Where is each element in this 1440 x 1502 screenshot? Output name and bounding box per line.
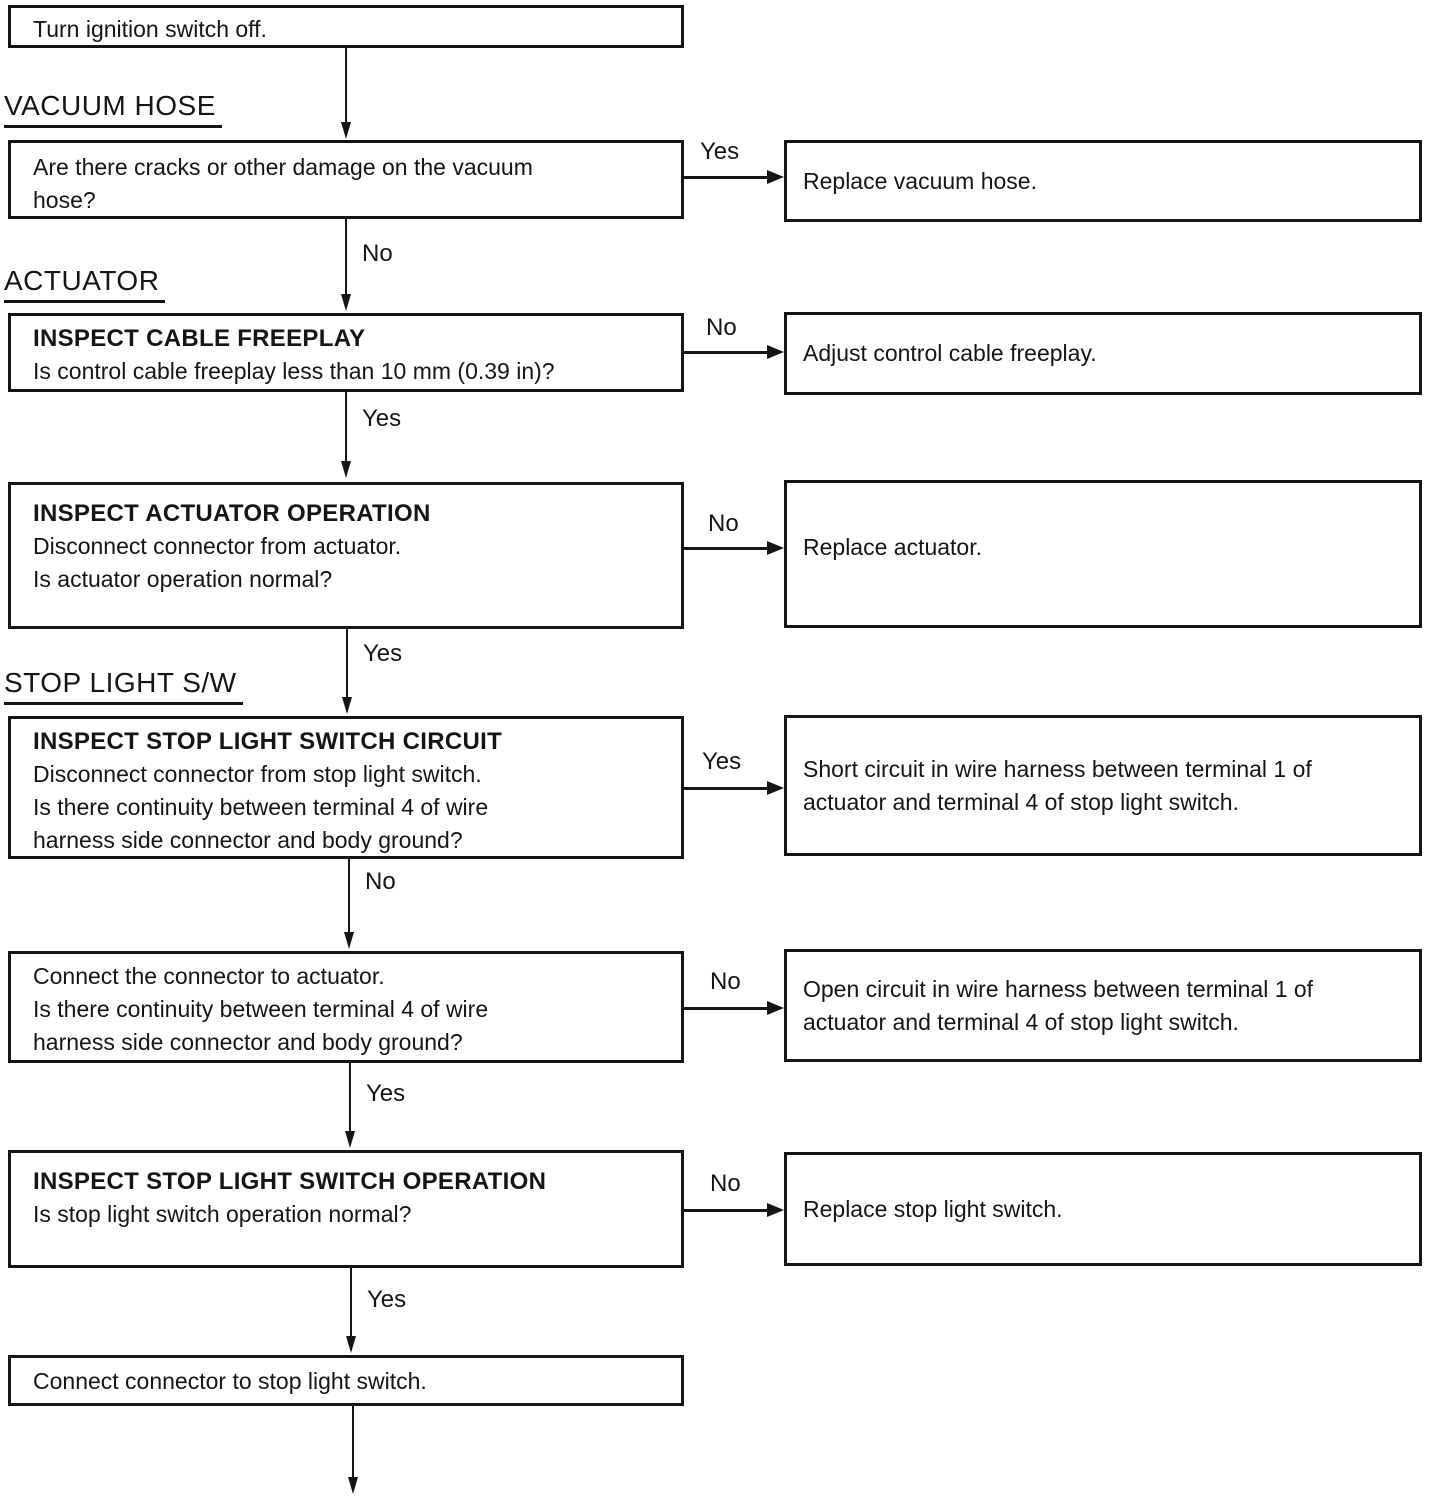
result-adjust-control-cable-freeplay: Adjust control cable freeplay.: [784, 312, 1422, 395]
branch-label: No: [362, 240, 393, 267]
step-title: INSPECT ACTUATOR OPERATION: [33, 500, 431, 527]
branch-label: Yes: [366, 1080, 406, 1107]
step-title: INSPECT STOP LIGHT SWITCH OPERATION: [33, 1168, 547, 1195]
step-text: Connect connector to stop light switch.: [33, 1368, 427, 1394]
step-text: Is there continuity between terminal 4 o…: [33, 794, 489, 820]
connector-line: [346, 629, 348, 697]
step-inspect-cable-freeplay: INSPECT CABLE FREEPLAY Is control cable …: [8, 313, 684, 392]
step-text: Turn ignition switch off.: [33, 16, 267, 42]
step-text: Is actuator operation normal?: [33, 566, 333, 592]
connector-line: [348, 859, 350, 932]
result-text: Open circuit in wire harness between ter…: [803, 975, 1314, 1002]
result-text: Short circuit in wire harness between te…: [803, 755, 1312, 782]
result-open-circuit: Open circuit in wire harness between ter…: [784, 949, 1422, 1062]
section-header-actuator: ACTUATOR: [4, 265, 166, 303]
step-inspect-stop-light-switch-circuit: INSPECT STOP LIGHT SWITCH CIRCUIT Discon…: [8, 716, 684, 859]
branch-label: Yes: [702, 748, 742, 775]
connector-line: [349, 1063, 351, 1131]
step-inspect-stop-light-switch-operation: INSPECT STOP LIGHT SWITCH OPERATION Is s…: [8, 1150, 684, 1268]
result-text: Adjust control cable freeplay.: [803, 340, 1097, 366]
connector-line: [684, 787, 767, 790]
connector-line: [345, 48, 347, 124]
arrowhead-down-icon: [344, 932, 354, 949]
connector-line: [684, 1209, 767, 1212]
branch-label: No: [706, 314, 737, 341]
step-title: INSPECT CABLE FREEPLAY: [33, 325, 366, 352]
branch-label: No: [365, 868, 396, 895]
connector-line: [345, 219, 347, 294]
connector-line: [350, 1268, 352, 1336]
result-text: actuator and terminal 4 of stop light sw…: [803, 1008, 1239, 1035]
branch-label: No: [710, 1170, 741, 1197]
step-text: hose?: [33, 187, 96, 213]
arrowhead-right-icon: [767, 1001, 784, 1015]
connector-line: [684, 1007, 767, 1010]
step-text: harness side connector and body ground?: [33, 827, 463, 853]
branch-label: Yes: [362, 405, 402, 432]
step-title: INSPECT STOP LIGHT SWITCH CIRCUIT: [33, 728, 503, 755]
branch-label: Yes: [367, 1286, 407, 1313]
arrowhead-down-icon: [342, 697, 352, 714]
arrowhead-right-icon: [767, 345, 784, 359]
branch-label: No: [710, 968, 741, 995]
arrowhead-down-icon: [348, 1477, 358, 1494]
result-replace-actuator: Replace actuator.: [784, 480, 1422, 628]
branch-label: No: [708, 510, 739, 537]
step-text: Is there continuity between terminal 4 o…: [33, 996, 489, 1022]
step-text: Disconnect connector from stop light swi…: [33, 761, 482, 787]
step-connect-connector-to-actuator: Connect the connector to actuator. Is th…: [8, 951, 684, 1063]
connector-line: [684, 351, 767, 354]
arrowhead-down-icon: [345, 1131, 355, 1148]
step-text: harness side connector and body ground?: [33, 1029, 463, 1055]
result-text: actuator and terminal 4 of stop light sw…: [803, 788, 1239, 815]
step-inspect-actuator-operation: INSPECT ACTUATOR OPERATION Disconnect co…: [8, 482, 684, 629]
step-vacuum-hose-check: Are there cracks or other damage on the …: [8, 140, 684, 219]
arrowhead-right-icon: [767, 781, 784, 795]
connector-line: [684, 176, 767, 179]
connector-line: [684, 547, 767, 550]
step-turn-ignition: Turn ignition switch off.: [8, 5, 684, 48]
branch-label: Yes: [363, 640, 403, 667]
result-short-circuit: Short circuit in wire harness between te…: [784, 715, 1422, 856]
result-replace-vacuum-hose: Replace vacuum hose.: [784, 140, 1422, 222]
arrowhead-right-icon: [767, 541, 784, 555]
arrowhead-down-icon: [341, 294, 351, 311]
branch-label: Yes: [700, 138, 740, 165]
result-replace-stop-light-switch: Replace stop light switch.: [784, 1152, 1422, 1266]
arrowhead-right-icon: [767, 1203, 784, 1217]
arrowhead-right-icon: [767, 170, 784, 184]
arrowhead-down-icon: [341, 461, 351, 478]
step-text: Disconnect connector from actuator.: [33, 533, 402, 559]
result-text: Replace actuator.: [803, 534, 983, 560]
result-text: Replace vacuum hose.: [803, 167, 1037, 194]
result-text: Replace stop light switch.: [803, 1195, 1063, 1222]
connector-line: [352, 1406, 354, 1477]
arrowhead-down-icon: [346, 1336, 356, 1353]
step-text: Connect the connector to actuator.: [33, 963, 385, 989]
step-text: Is control cable freeplay less than 10 m…: [33, 358, 555, 384]
section-header-stop-light-sw: STOP LIGHT S/W: [4, 667, 243, 705]
arrowhead-down-icon: [341, 122, 351, 139]
step-text: Is stop light switch operation normal?: [33, 1201, 412, 1227]
connector-line: [345, 392, 347, 461]
step-text: Are there cracks or other damage on the …: [33, 154, 533, 180]
step-connect-connector-to-stop-light-switch: Connect connector to stop light switch.: [8, 1355, 684, 1406]
section-header-vacuum-hose: VACUUM HOSE: [4, 90, 222, 128]
